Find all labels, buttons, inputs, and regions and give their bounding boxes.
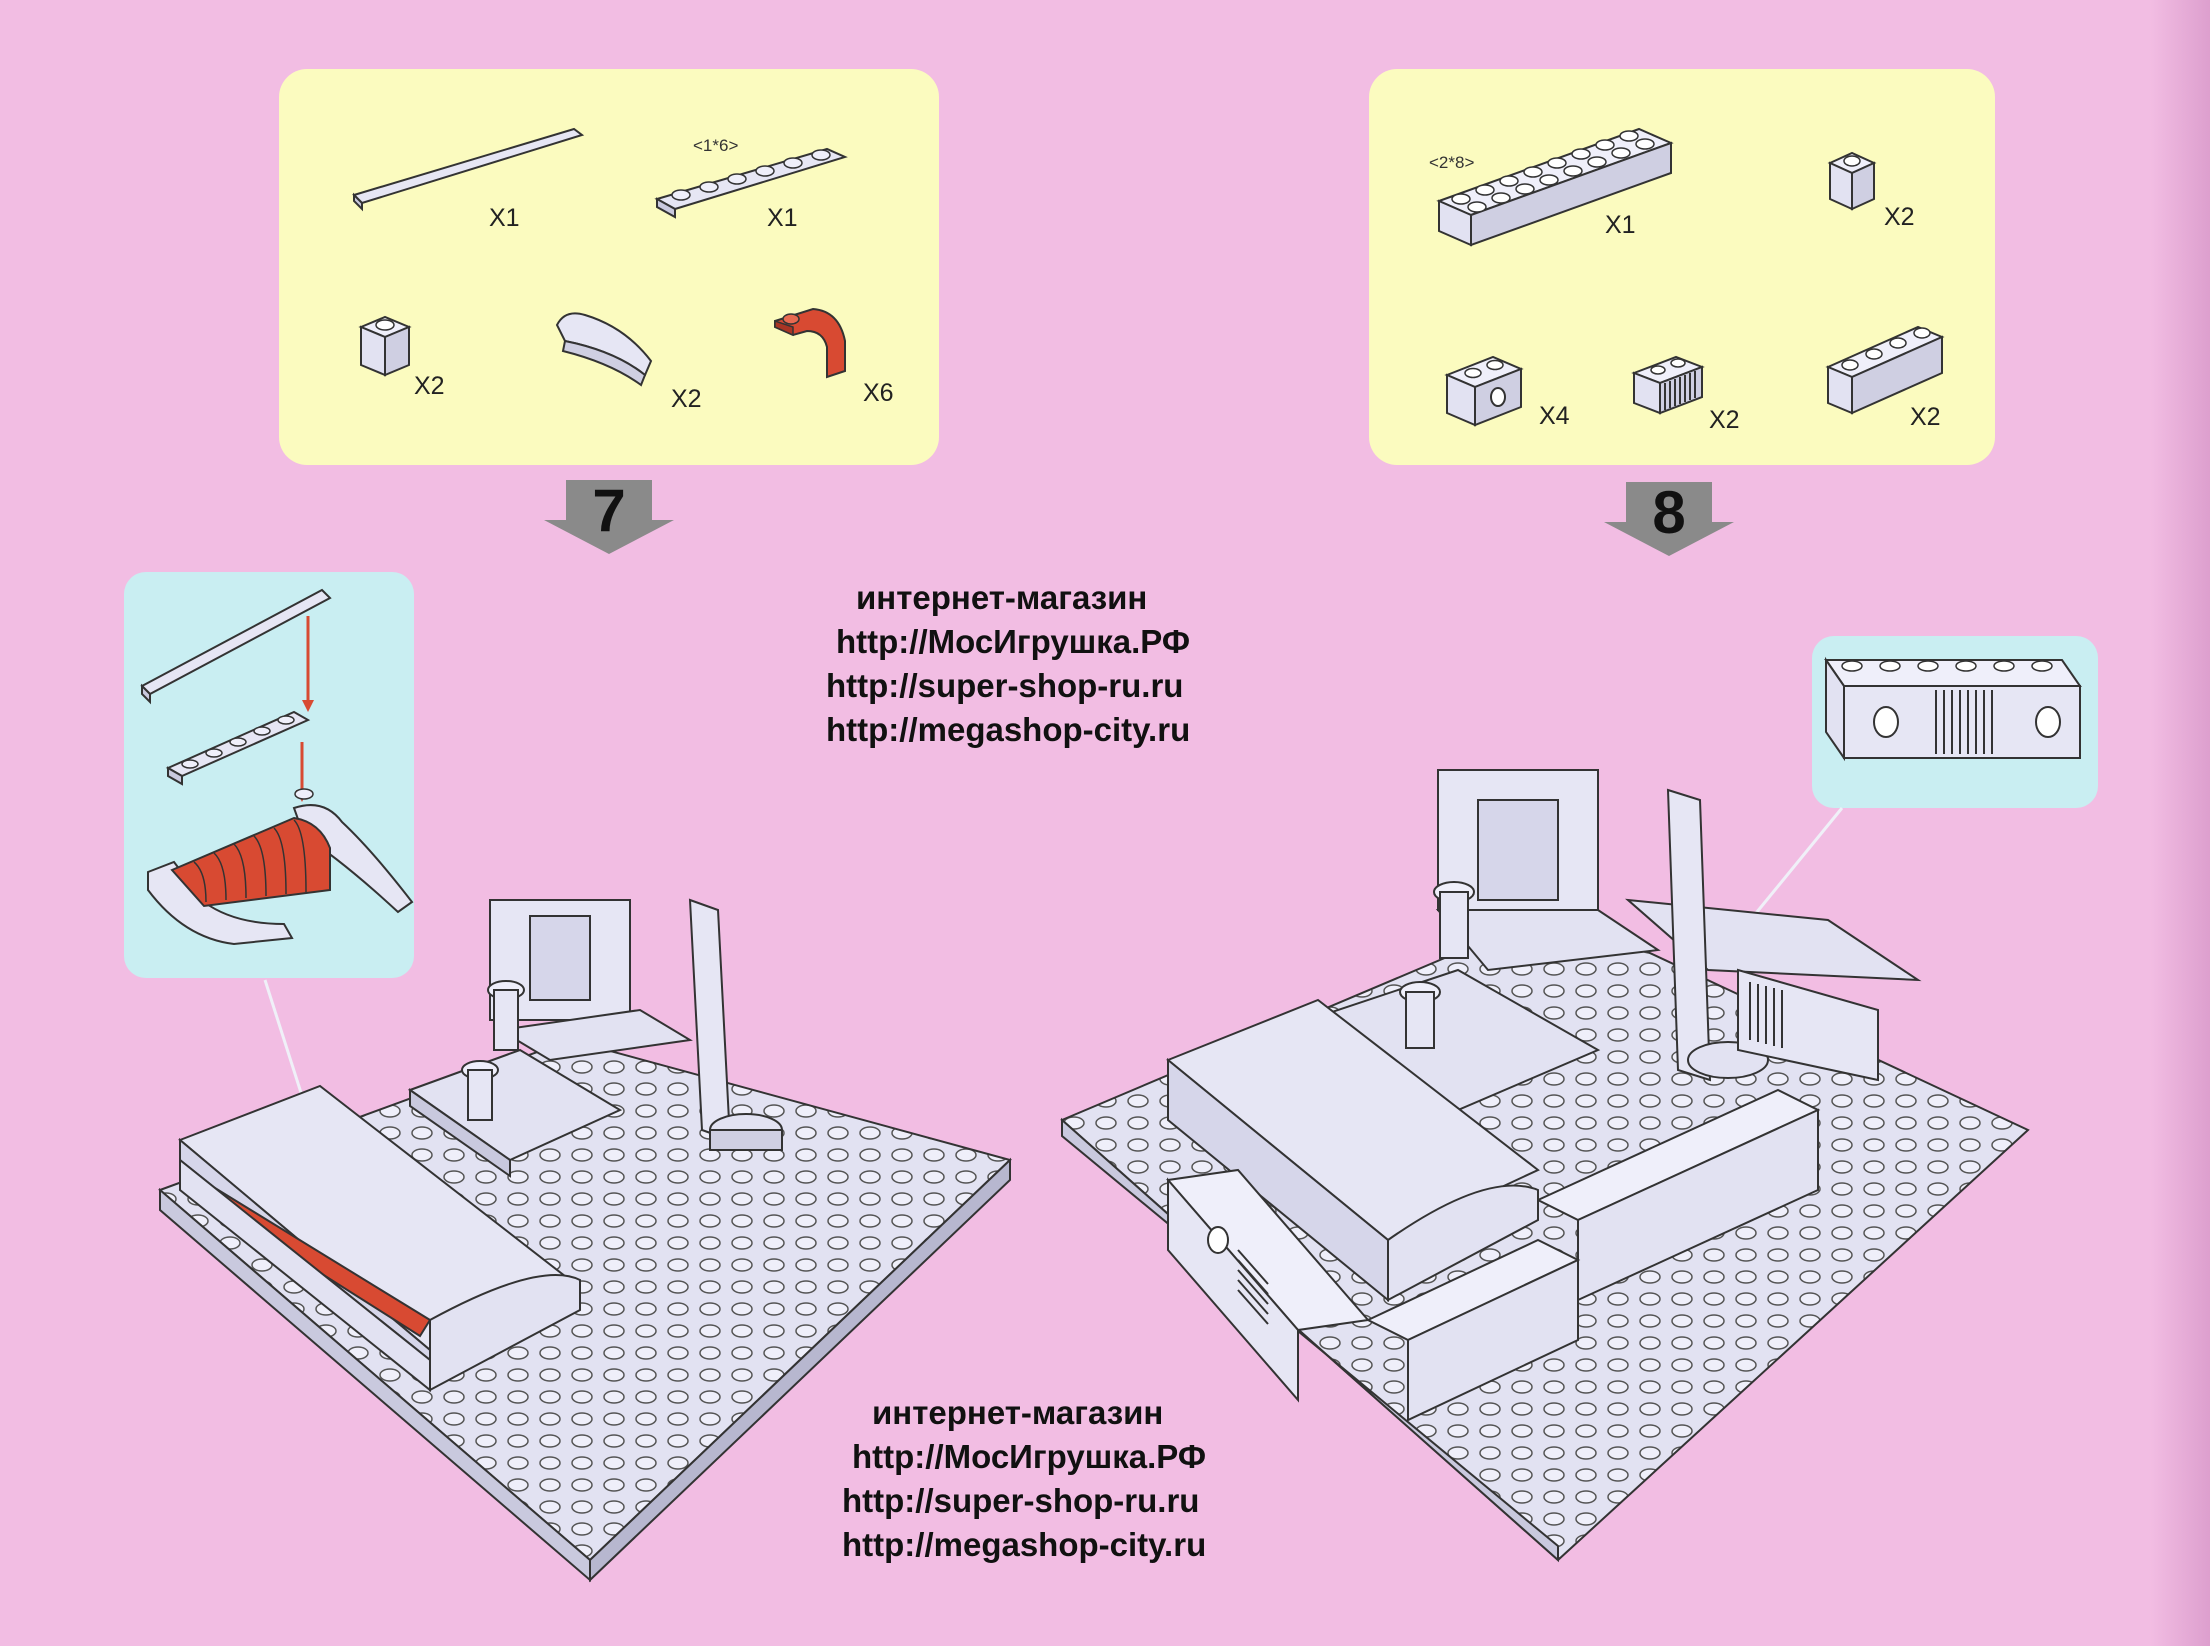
step-number: 7: [592, 477, 626, 544]
watermark-line: http://megashop-city.ru: [842, 1526, 1207, 1563]
step-8-indicator: 8: [1604, 478, 1734, 558]
page-edge-shadow: [2150, 0, 2210, 1646]
watermark-line: http://МосИгрушка.РФ: [852, 1438, 1207, 1475]
curved-slope-icon: [555, 312, 653, 387]
step-7-indicator: 7: [544, 476, 674, 556]
brick-1x1-icon: [358, 315, 412, 377]
part-size-label: <2*8>: [1429, 153, 1475, 172]
parts-panel-step-7: X1 <1*6> X1 X2 X2 X6: [279, 69, 939, 465]
part-quantity: X1: [767, 204, 798, 232]
long-flat-tile-icon: [352, 127, 585, 212]
store-watermark: интернет-магазин http://МосИгрушка.РФ ht…: [826, 576, 1190, 752]
detail-inset-step-8: [1812, 636, 2098, 808]
sofa-subassembly-icon: [140, 588, 414, 946]
part-quantity: X1: [1605, 211, 1636, 239]
plate-1x6-icon: [654, 147, 848, 219]
brick-1x4-icon: [1825, 325, 1945, 415]
armchair-icon: [489, 899, 693, 1062]
sofa-icon: [178, 1084, 581, 1393]
down-arrow-icon: [544, 480, 674, 554]
detail-inset-step-7: [124, 572, 414, 978]
brick-2x8-icon: [1436, 127, 1674, 247]
watermark-line: http://megashop-city.ru: [826, 711, 1191, 748]
armchair-icon: [1435, 769, 1661, 972]
part-quantity: X2: [671, 385, 702, 413]
part-quantity: X2: [1884, 203, 1915, 231]
part-quantity: X6: [863, 379, 894, 407]
watermark-line: http://МосИгрушка.РФ: [836, 623, 1191, 660]
brick-1x1-icon: [1827, 151, 1877, 211]
part-quantity: X2: [414, 372, 445, 400]
part-quantity: X4: [1539, 402, 1570, 430]
step-8-assembly-illustration: [1060, 769, 2030, 1563]
parts-panel-step-8: <2*8> X1 X2 X4: [1369, 69, 1995, 465]
part-size-label: <1*6>: [693, 136, 739, 155]
watermark-line: http://super-shop-ru.ru: [842, 1482, 1200, 1519]
watermark-line: интернет-магазин: [872, 1394, 1164, 1431]
step-7-assembly-illustration: [158, 898, 1012, 1583]
part-quantity: X1: [489, 204, 520, 232]
wall-subassembly-icon: [1824, 656, 2082, 762]
tv-stand-icon: [688, 898, 783, 1151]
part-quantity: X2: [1910, 403, 1941, 431]
step-number: 8: [1652, 479, 1686, 546]
part-quantity: X2: [1709, 406, 1740, 434]
grille-brick-icon: [1631, 355, 1705, 415]
technic-brick-1x2-icon: [1444, 355, 1524, 427]
sofa-icon: [1166, 998, 1540, 1303]
down-arrow-icon: [1604, 482, 1734, 556]
watermark-line: http://super-shop-ru.ru: [826, 667, 1184, 704]
red-arch-brick-icon: [774, 307, 846, 379]
watermark-line: интернет-магазин: [856, 579, 1148, 616]
store-watermark: интернет-магазин http://МосИгрушка.РФ ht…: [842, 1391, 1206, 1567]
